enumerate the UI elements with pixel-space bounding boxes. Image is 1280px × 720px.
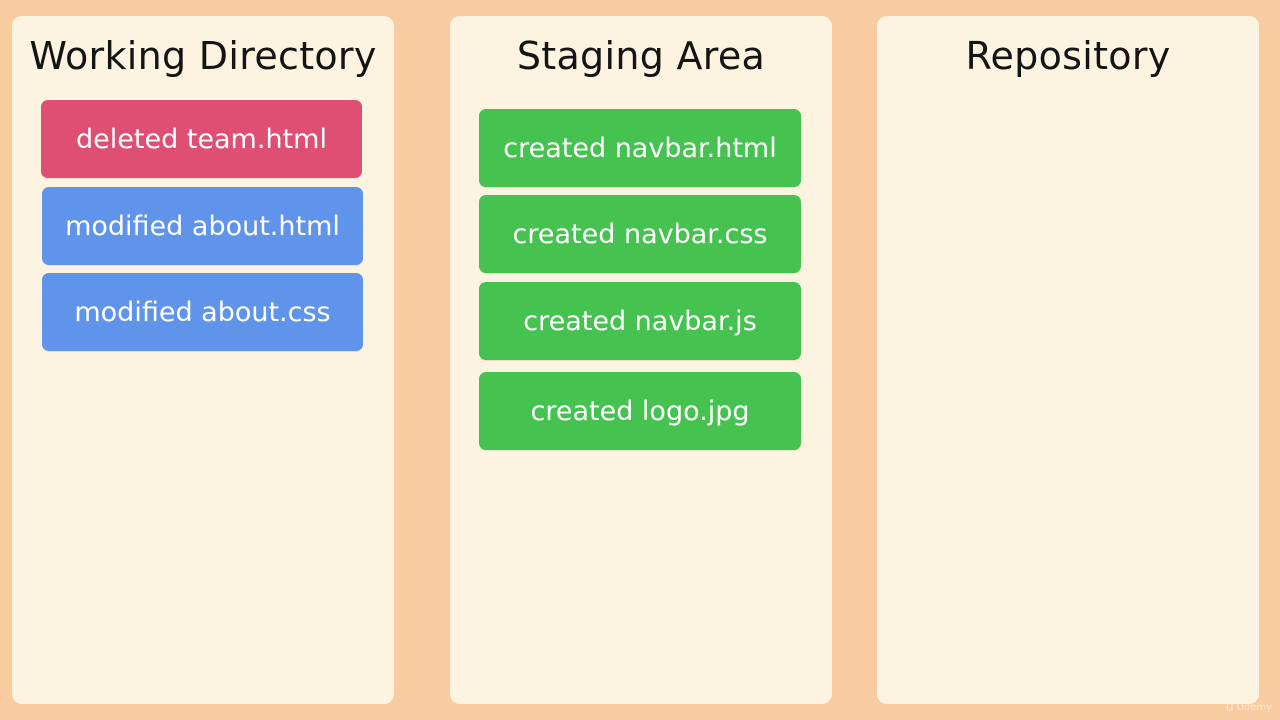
working-directory-item-deleted-team-html[interactable]: deleted team.html <box>41 100 362 178</box>
card-label: created navbar.html <box>503 132 777 164</box>
staging-item-created-navbar-html[interactable]: created navbar.html <box>479 109 801 187</box>
repository-title: Repository <box>965 34 1171 78</box>
udemy-watermark: û Udemy <box>1226 700 1272 714</box>
staging-item-created-logo-jpg[interactable]: created logo.jpg <box>479 372 801 450</box>
staging-area-panel: Staging Area created navbar.html created… <box>450 16 832 704</box>
staging-item-created-navbar-css[interactable]: created navbar.css <box>479 195 801 273</box>
working-directory-title: Working Directory <box>29 34 377 78</box>
working-directory-item-modified-about-html[interactable]: modified about.html <box>42 187 363 265</box>
staging-area-title: Staging Area <box>516 34 766 78</box>
card-label: created logo.jpg <box>530 395 750 427</box>
udemy-logo-icon: û <box>1225 700 1234 714</box>
card-label: created navbar.css <box>512 218 768 250</box>
repository-panel: Repository <box>877 16 1259 704</box>
staging-item-created-navbar-js[interactable]: created navbar.js <box>479 282 801 360</box>
working-directory-panel: Working Directory deleted team.html modi… <box>12 16 394 704</box>
card-label: modified about.html <box>65 210 340 242</box>
card-label: created navbar.js <box>523 305 757 337</box>
card-label: deleted team.html <box>76 123 327 155</box>
watermark-text: Udemy <box>1236 701 1272 713</box>
card-label: modified about.css <box>74 296 331 328</box>
working-directory-item-modified-about-css[interactable]: modified about.css <box>42 273 363 351</box>
